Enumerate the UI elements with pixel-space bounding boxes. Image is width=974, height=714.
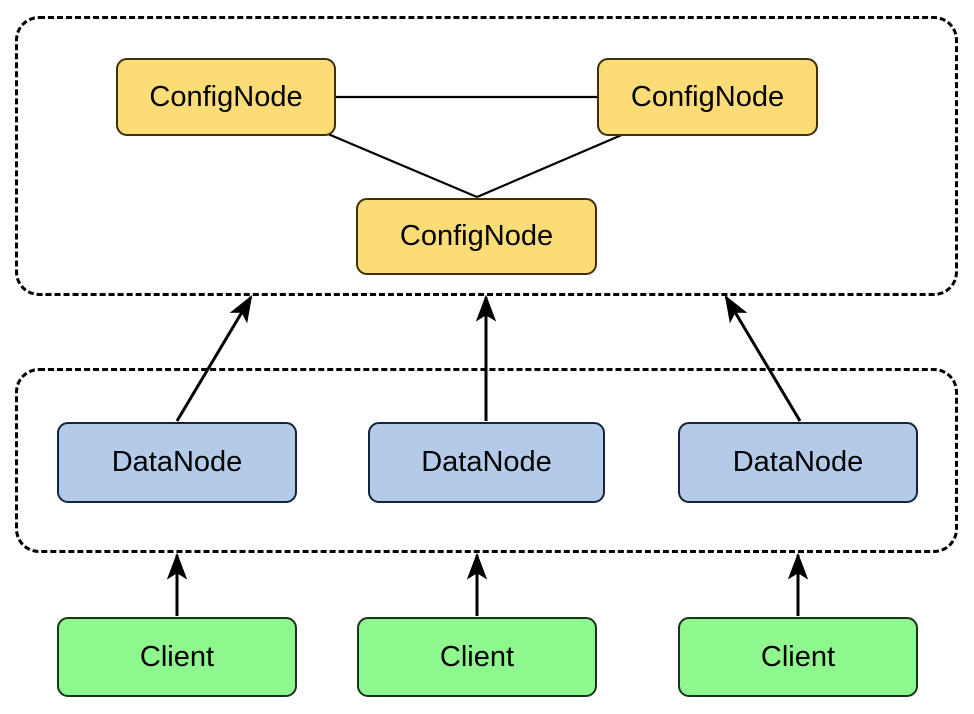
node-confignode-2[interactable]: ConfigNode [597,58,818,136]
node-label: Client [760,640,836,673]
edge-cn2-cn3 [476,132,625,199]
node-datanode-2[interactable]: DataNode [368,422,605,503]
edge-cn1-cn3 [327,132,478,199]
node-client-2[interactable]: Client [357,617,597,697]
node-datanode-1[interactable]: DataNode [57,422,297,503]
node-datanode-3[interactable]: DataNode [678,422,918,503]
edge-group [166,95,809,616]
node-confignode-1[interactable]: ConfigNode [116,58,336,136]
node-label: DataNode [732,446,864,478]
edge-dn1-confignode-group [175,294,253,422]
confignode-group-container [15,16,958,296]
datanode-group-container [15,368,958,553]
node-label: ConfigNode [399,220,554,252]
node-client-1[interactable]: Client [57,617,297,697]
node-label: DataNode [421,446,552,478]
node-label: ConfigNode [630,80,785,113]
node-client-3[interactable]: Client [678,617,918,697]
node-label: Client [139,640,215,673]
node-label: ConfigNode [149,80,303,113]
node-label: Client [439,640,515,673]
node-label: DataNode [111,446,243,478]
edge-dn3-confignode-group [724,294,802,422]
node-confignode-3[interactable]: ConfigNode [356,198,597,275]
